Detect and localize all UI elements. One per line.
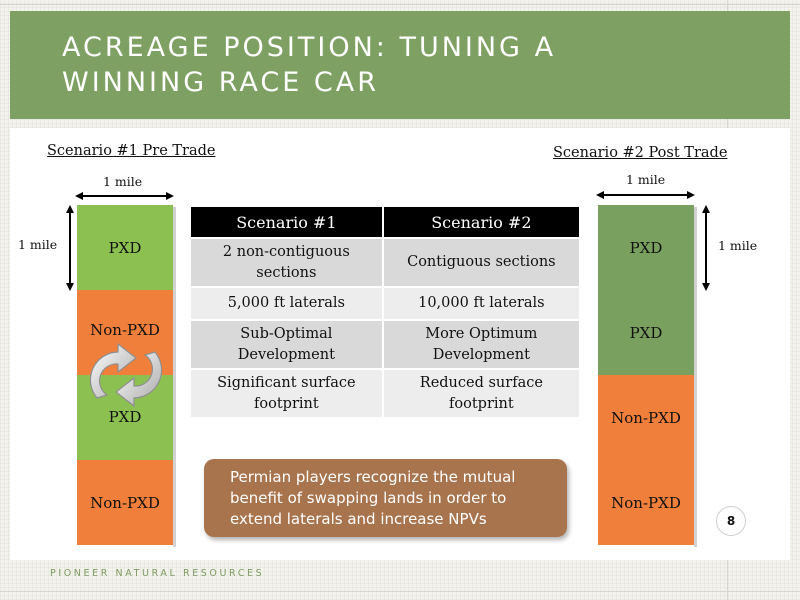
left-block-1: PXD	[77, 205, 173, 290]
left-block-4-label: Non-PXD	[90, 493, 160, 512]
table-cell: More Optimum Development	[383, 321, 579, 368]
left-heading: Scenario #1 Pre Trade	[47, 143, 216, 159]
left-width-label: 1 mile	[103, 174, 143, 189]
table-row: 5,000 ft laterals 10,000 ft laterals	[191, 288, 579, 319]
slide-title: ACREAGE POSITION: TUNING A WINNING RACE …	[62, 32, 557, 98]
left-column-shadow	[173, 207, 176, 547]
table-row: Sub-Optimal Development More Optimum Dev…	[191, 321, 579, 368]
table-row: Significant surface footprint Reduced su…	[191, 370, 579, 417]
right-height-label: 1 mile	[718, 238, 758, 253]
left-block-3-label: PXD	[108, 407, 142, 426]
table-cell: Reduced surface footprint	[383, 370, 579, 417]
table-cell: 5,000 ft laterals	[191, 288, 382, 319]
table-cell: Sub-Optimal Development	[191, 321, 382, 368]
left-block-2-label: Non-PXD	[90, 320, 160, 339]
left-height-label: 1 mile	[18, 237, 58, 252]
right-block-2: PXD	[598, 290, 694, 375]
frame-line-bottom	[0, 591, 800, 592]
table-header-scenario-2: Scenario #2	[383, 207, 579, 237]
right-block-3: Non-PXD	[598, 375, 694, 460]
comparison-table: Scenario #1 Scenario #2 2 non-contiguous…	[189, 205, 581, 419]
right-block-1: PXD	[598, 205, 694, 290]
circular-swap-arrows-icon	[89, 342, 163, 408]
right-block-4: Non-PXD	[598, 460, 694, 545]
right-width-label: 1 mile	[626, 172, 666, 187]
right-block-4-label: Non-PXD	[611, 493, 681, 512]
right-block-3-label: Non-PXD	[611, 408, 681, 427]
callout-box: Permian players recognize the mutual ben…	[204, 459, 567, 537]
table-cell: Significant surface footprint	[191, 370, 382, 417]
table-cell: 10,000 ft laterals	[383, 288, 579, 319]
table-header-row: Scenario #1 Scenario #2	[191, 207, 579, 237]
left-block-1-label: PXD	[108, 238, 142, 257]
right-block-1-label: PXD	[629, 238, 663, 257]
footer-brand: PIONEER NATURAL RESOURCES	[50, 568, 265, 579]
frame-line-top	[0, 4, 800, 5]
right-heading: Scenario #2 Post Trade	[553, 145, 728, 161]
table-cell: 2 non-contiguous sections	[191, 239, 382, 286]
right-column-shadow	[694, 207, 697, 547]
page-number: 8	[716, 506, 746, 536]
title-band	[10, 11, 790, 119]
table-row: 2 non-contiguous sections Contiguous sec…	[191, 239, 579, 286]
table-header-scenario-1: Scenario #1	[191, 207, 382, 237]
left-block-4: Non-PXD	[77, 460, 173, 545]
table-cell: Contiguous sections	[383, 239, 579, 286]
right-block-2-label: PXD	[629, 323, 663, 342]
